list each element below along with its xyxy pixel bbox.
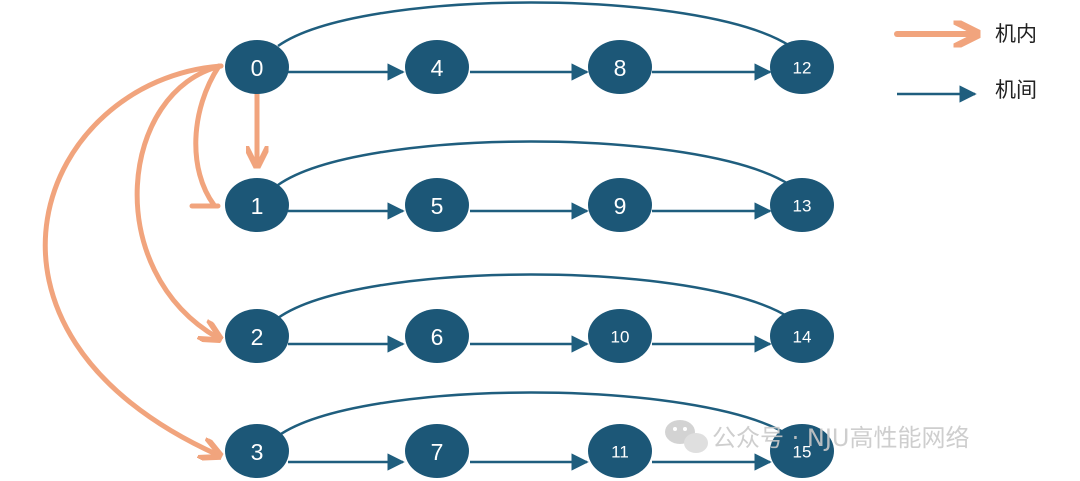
node-label: 14 (793, 328, 812, 347)
node-9: 9 (588, 178, 652, 232)
node-13: 13 (770, 178, 834, 232)
node-circle (405, 178, 469, 232)
node-10: 10 (588, 309, 652, 363)
node-7: 7 (405, 424, 469, 478)
node-label: 13 (793, 197, 812, 216)
node-label: 3 (251, 439, 264, 465)
node-label: 8 (614, 55, 627, 81)
intra-edge-0-2 (134, 63, 221, 338)
node-circle (588, 178, 652, 232)
node-circle (770, 309, 834, 363)
node-15: 15 (770, 424, 834, 478)
node-circle (588, 309, 652, 363)
arc-row-2 (277, 273, 791, 320)
arc-row-3 (277, 391, 791, 438)
ring-closing-arcs (277, 1, 791, 438)
wechat-icon (665, 420, 708, 453)
intra-machine-edges (42, 63, 257, 455)
node-label: 7 (431, 439, 444, 465)
node-label: 0 (251, 55, 264, 81)
node-circle (770, 40, 834, 94)
watermark-text: 公众号 · NJU高性能网络 (712, 424, 969, 452)
node-circle (225, 178, 289, 232)
node-circle (225, 40, 289, 94)
intra-edge-0-1-curve (193, 63, 222, 208)
intra-edge-0-3 (42, 63, 221, 455)
node-5: 5 (405, 178, 469, 232)
node-circle (770, 424, 834, 478)
node-label: 6 (431, 324, 444, 350)
node-circle (225, 309, 289, 363)
arc-row-0 (277, 1, 791, 48)
node-label: 5 (431, 193, 444, 219)
node-2: 2 (225, 309, 289, 363)
watermark: 公众号 · NJU高性能网络 (665, 420, 969, 453)
node-8: 8 (588, 40, 652, 94)
node-circle (770, 178, 834, 232)
node-label: 12 (793, 59, 812, 78)
node-label: 2 (251, 324, 264, 350)
legend-inter-label: 机间 (995, 78, 1037, 102)
node-14: 14 (770, 309, 834, 363)
node-circle (405, 40, 469, 94)
arc-row-1 (277, 140, 791, 187)
node-0: 0 (225, 40, 289, 94)
inter-machine-edges (288, 63, 772, 471)
node-3: 3 (225, 424, 289, 478)
node-12: 12 (770, 40, 834, 94)
node-label: 1 (251, 193, 264, 219)
node-circle (588, 424, 652, 478)
node-circle (405, 424, 469, 478)
node-label: 4 (431, 55, 444, 81)
node-4: 4 (405, 40, 469, 94)
node-1: 1 (225, 178, 289, 232)
node-6: 6 (405, 309, 469, 363)
node-11: 11 (588, 424, 652, 478)
node-label: 9 (614, 193, 627, 219)
node-circle (588, 40, 652, 94)
node-circle (405, 309, 469, 363)
node-label: 11 (611, 443, 629, 462)
node-label: 15 (793, 443, 812, 462)
node-label: 10 (611, 328, 630, 347)
legend: 机内 机间 (894, 22, 1037, 103)
node-circle (225, 424, 289, 478)
legend-intra-label: 机内 (995, 22, 1037, 46)
